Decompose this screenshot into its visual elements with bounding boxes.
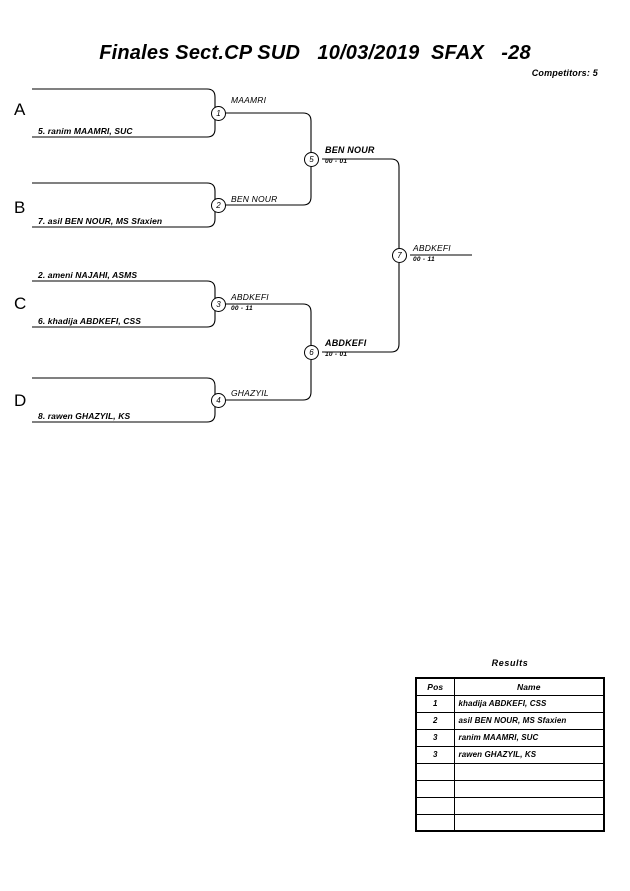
entrant-a-bottom: 5. ranim MAAMRI, SUC [38, 126, 133, 136]
results-row-pos: 3 [415, 728, 455, 747]
results-row-name [453, 779, 605, 798]
match1-to-semi5 [226, 112, 312, 152]
match-2-winner: BEN NOUR [231, 194, 278, 204]
match-node-3[interactable]: 3 [211, 297, 226, 312]
match-6-winner: ABDKEFI [325, 338, 367, 348]
match-5-winner: BEN NOUR [325, 145, 375, 155]
page-title: Finales Sect.CP SUD 10/03/2019 SFAX -28 [99, 42, 531, 64]
match-7-winner: ABDKEFI [413, 243, 451, 253]
results-row-name [453, 762, 605, 781]
results-row [415, 796, 605, 815]
results-row-name: khadija ABDKEFI, CSS [453, 694, 605, 713]
results-row-pos: 1 [415, 694, 455, 713]
results-row-pos [415, 796, 455, 815]
results-row-pos: 2 [415, 711, 455, 730]
match-node-2[interactable]: 2 [211, 198, 226, 213]
results-row [415, 762, 605, 781]
results-row-pos [415, 762, 455, 781]
match-node-4[interactable]: 4 [211, 393, 226, 408]
match-5-score: 00 - 01 [325, 158, 348, 165]
match-3-winner: ABDKEFI [231, 292, 269, 302]
match-4-winner: GHAZYIL [231, 388, 269, 398]
match-6-score: 10 - 01 [325, 351, 348, 358]
group-letter-c: C [14, 294, 27, 313]
group-letter-a: A [14, 100, 26, 119]
competitors-count: Competitors: 5 [531, 68, 598, 78]
results-col-name: Name [453, 677, 605, 696]
results-row [415, 813, 605, 832]
results-row-name: rawen GHAZYIL, KS [453, 745, 605, 764]
results-row [415, 779, 605, 798]
entrant-c-top: 2. ameni NAJAHI, ASMS [38, 270, 138, 280]
match-node-6[interactable]: 6 [304, 345, 319, 360]
results-row-pos: 3 [415, 745, 455, 764]
results-row-pos [415, 779, 455, 798]
match-node-5[interactable]: 5 [304, 152, 319, 167]
semi5-to-final7 [322, 158, 400, 248]
results-title: Results [491, 658, 529, 668]
results-row-name: ranim MAAMRI, SUC [453, 728, 605, 747]
group-letter-d: D [14, 391, 27, 410]
results-col-pos: Pos [415, 677, 455, 696]
results-row-name [453, 796, 605, 815]
match-1-winner: MAAMRI [231, 95, 267, 105]
match-3-score: 00 - 11 [231, 305, 253, 312]
entrant-c-bottom: 6. khadija ABDKEFI, CSS [38, 316, 142, 326]
match-node-7[interactable]: 7 [392, 248, 407, 263]
entrant-d-bottom: 8. rawen GHAZYIL, KS [38, 411, 131, 421]
results-row-pos [415, 813, 455, 832]
results-header-row: Pos Name [415, 677, 605, 696]
group-letter-b: B [14, 198, 26, 217]
entrant-b-bottom: 7. asil BEN NOUR, MS Sfaxien [38, 216, 163, 226]
match-7-score: 00 - 11 [413, 256, 435, 263]
match-node-1[interactable]: 1 [211, 106, 226, 121]
results-row-name [453, 813, 605, 832]
results-row-name: asil BEN NOUR, MS Sfaxien [453, 711, 605, 730]
